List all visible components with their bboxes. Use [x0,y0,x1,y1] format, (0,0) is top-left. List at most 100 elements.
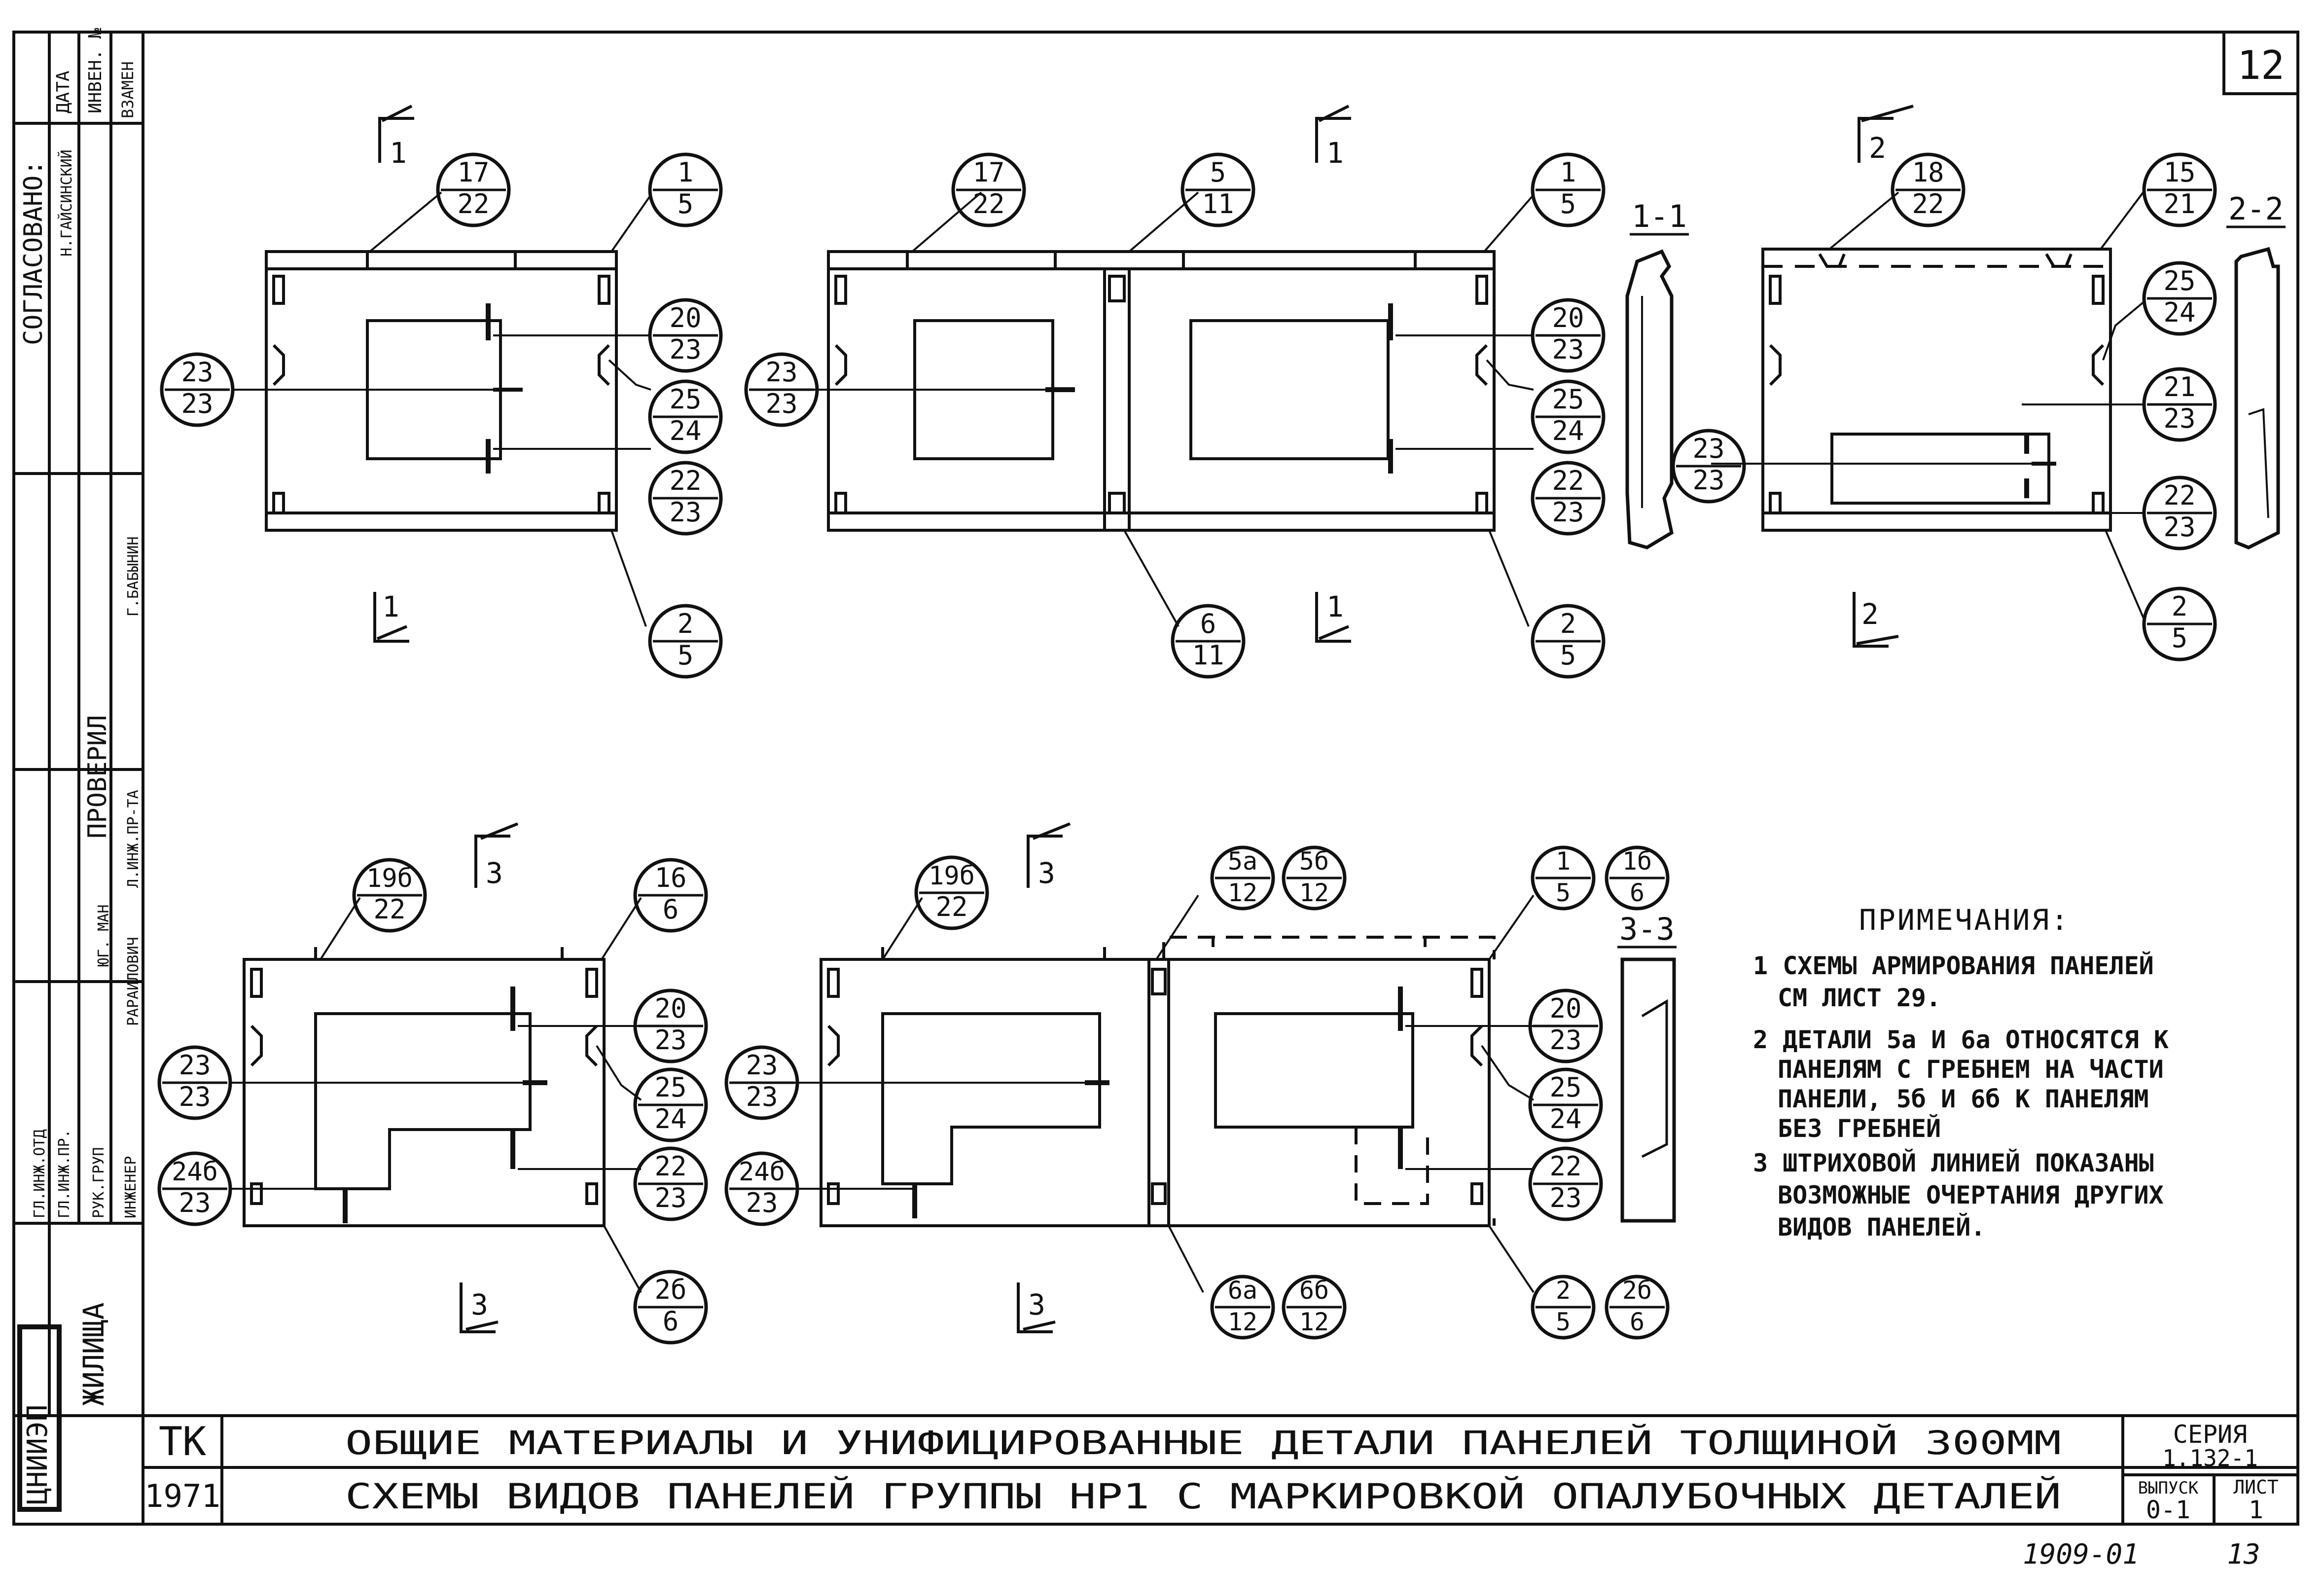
p3-b23-top: 23 [1692,433,1724,464]
p5-b26-bot: 6 [1630,1308,1645,1336]
stamp-header-date: ДАТА [53,71,73,113]
p4-b16-top: 16 [654,862,686,893]
cut-2-bottom [1853,592,1899,648]
p2-b5-bot: 11 [1202,188,1234,219]
p3-b21-top: 21 [2163,371,2195,402]
cut-3-bottom-p4 [460,1282,499,1333]
p4-b25-bot: 24 [654,1103,686,1134]
p4-b20-top: 20 [654,993,686,1024]
p4-b22-top: 22 [654,1151,686,1182]
p4-b26-bot: 6 [663,1306,679,1337]
list-label: ЛИСТ [2233,1476,2279,1498]
p5-b24-bot: 23 [746,1187,778,1218]
p3-b22-bot: 23 [2163,512,2195,543]
cut-1-top-p2-label: 1 [1326,136,1344,170]
p3-b2-bot: 5 [2172,622,2188,654]
cut-1-bottom-p1-label: 1 [382,590,399,623]
cut-1-top-p1-label: 1 [390,136,407,170]
p2-b6-top: 6 [1200,608,1216,639]
footer-code: 1909-01 [2023,1538,2139,1571]
p2-b23-bot: 23 [765,388,797,419]
p2-b25-bot: 24 [1552,415,1584,446]
stamp-name-2: Г.БАБЫНИН [125,536,142,617]
sheet-number-box [2222,31,2299,95]
p3-b21-bot: 23 [2163,403,2195,434]
panel-5 [820,947,1491,1227]
p1-b17-top: 17 [457,157,489,188]
p4-b24-top: 24б [172,1157,218,1187]
note-line-7: 3 ШТРИХОВОЙ ЛИНИЕЙ ПОКАЗАНЫ [1753,1148,2154,1177]
p1-b2-top: 2 [678,608,694,639]
panel-2 [827,250,1496,532]
cut-3-top-p5-label: 3 [1038,856,1055,890]
cut-2-bottom-label: 2 [1861,597,1879,631]
stamp-role-1: ГЛ.ИНЖ.ОТД [31,1129,48,1218]
stamp-checked: ПРОВЕРИЛ [83,715,112,839]
p1-b20-bot: 23 [669,334,701,365]
p5-b5b-top: 5б [1299,847,1329,876]
p2-b1-bot: 5 [1560,188,1576,219]
stamp-role-3: РУК.ГРУП [90,1147,107,1219]
p5-b19-top: 19б [929,861,975,891]
p3-b2-top: 2 [2172,591,2188,622]
stamp-name-3: Л.ИНЖ.ПР-ТА [125,790,142,888]
sheet-number: 12 [2237,42,2285,88]
p2-b1-top: 1 [1560,157,1576,188]
stamp-agreed: СОГЛАСОВАНО: [19,160,48,345]
p5-b1-bot: 5 [1556,878,1571,907]
section-1-1-profile [1625,249,1674,549]
p1-b20-top: 20 [669,302,701,333]
issue-label: ВЫПУСК [2138,1478,2199,1498]
stamp-header-inv: ИНВЕН. № [85,28,106,113]
p2-b25-top: 25 [1552,384,1584,415]
p1-b17-bot: 22 [457,188,489,219]
stamp-role-4: ИНЖЕНЕР [122,1156,140,1218]
p3-b22-top: 22 [2163,480,2195,511]
p1-b1-bot: 5 [678,188,694,219]
cut-3-bottom-p5-label: 3 [1028,1288,1045,1321]
p4-b19-bot: 22 [373,894,405,925]
p4-b24-bot: 23 [179,1187,211,1218]
cut-1-bottom-p2-label: 1 [1326,590,1344,623]
p5-b2-top: 2 [1556,1276,1571,1305]
p1-b25-top: 25 [669,384,701,415]
p5-b5a-top: 5а [1228,847,1257,876]
cut-2-top-label: 2 [1869,131,1886,165]
p4-b22-bot: 23 [654,1182,686,1213]
p1-b1-top: 1 [678,157,694,188]
stamp-logo: ЦНИИЭП [17,1324,62,1512]
section-2-2-profile [2234,247,2280,549]
section-2-2-label: 2-2 [2228,191,2284,227]
p5-b23-bot: 23 [746,1081,778,1112]
stamp-header-replace: ВЗАМЕН [118,61,137,118]
panel-1 [265,250,618,532]
p3-b18-top: 18 [1912,157,1944,188]
p2-b22-top: 22 [1552,465,1584,496]
p5-b19-bot: 22 [935,891,967,922]
p3-b23-bot: 23 [1692,465,1724,496]
p1-b23-top: 23 [181,357,213,388]
cut-1-top-p2 [1315,105,1351,163]
title-line-1: ОБЩИЕ МАТЕРИАЛЫ И УНИФИЦИРОВАННЫЕ ДЕТАЛИ… [345,1424,2061,1462]
p1-b22-top: 22 [669,465,701,496]
p1-b22-bot: 23 [669,497,701,528]
p2-b22-bot: 23 [1552,497,1584,528]
cut-1-bottom-p1 [373,592,409,643]
p3-b18-bot: 22 [1912,188,1944,219]
stamp-role-2: ГЛ.ИНЖ.ПР. [56,1129,73,1218]
p5-b1-top: 1 [1556,847,1571,876]
p2-b2-bot: 5 [1560,640,1576,671]
cut-1-top-p1 [378,105,414,163]
note-line-8: ВОЗМОЖНЫЕ ОЧЕРТАНИЯ ДРУГИХ [1778,1181,2164,1209]
p1-b23-bot: 23 [181,388,213,419]
cut-3-bottom-p5 [1017,1282,1056,1333]
p3-b15-bot: 21 [2163,188,2195,219]
p4-b25-top: 25 [654,1072,686,1103]
p4-b20-bot: 23 [654,1024,686,1056]
cut-1-bottom-p2 [1315,592,1351,643]
stamp-name-4: РАРАИЛОВИЧ [125,937,142,1026]
stamp-institute: ЖИЛИЩА [77,1302,110,1406]
p2-b5-top: 5 [1210,157,1226,188]
p5-b6b-top: 6б [1299,1276,1329,1305]
p2-b20-bot: 23 [1552,334,1584,365]
